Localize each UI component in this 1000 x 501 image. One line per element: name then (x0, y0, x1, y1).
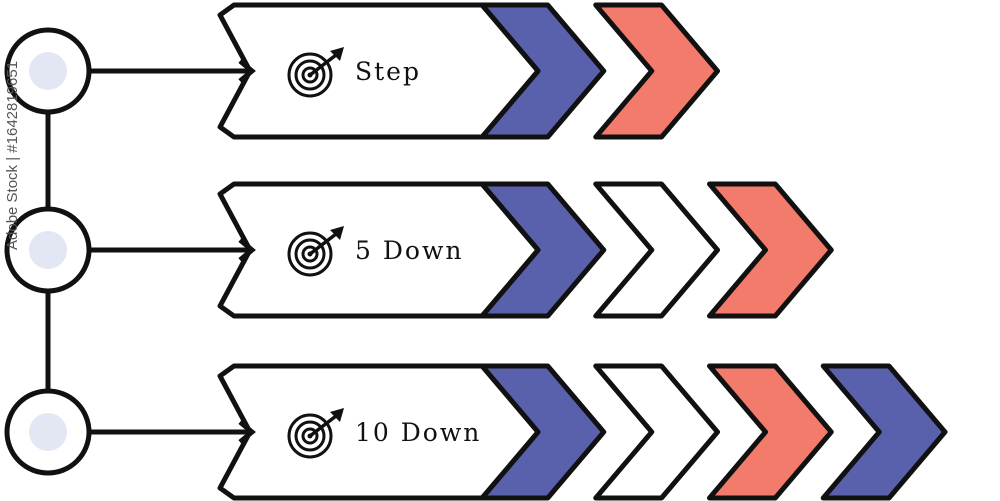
connector-arrowhead (238, 420, 256, 444)
chevron-coral (707, 181, 834, 319)
node-dot (29, 52, 67, 90)
step-row-3: 10 Down (4, 363, 948, 501)
label-banner (217, 181, 541, 319)
chevron-blue (820, 363, 948, 501)
node-dot (29, 413, 67, 451)
step-label: 10 Down (355, 418, 481, 447)
step-row-1: Step (4, 2, 720, 140)
target-icon (287, 47, 344, 98)
label-banner (217, 2, 541, 140)
step-label: Step (355, 57, 421, 86)
target-icon (287, 226, 344, 277)
connector-arrowhead (238, 59, 256, 83)
chevron-coral (707, 363, 834, 501)
label-banner (217, 363, 541, 501)
watermark-text: Adobe Stock | #1642819651 (4, 60, 21, 250)
chevron-white (593, 181, 720, 319)
step-row-2: 5 Down (4, 181, 834, 319)
target-icon (287, 408, 344, 459)
connector-arrowhead (238, 238, 256, 262)
chevron-white (593, 363, 720, 501)
step-label: 5 Down (355, 236, 463, 265)
node-dot (29, 231, 67, 269)
chevron-coral (593, 2, 720, 140)
